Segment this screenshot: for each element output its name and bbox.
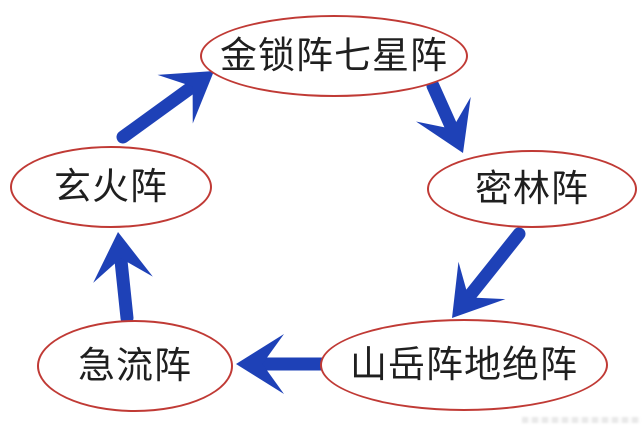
arrow-xuanhuo-to-jinsuo: [116, 71, 214, 144]
node-label-jinsuo: 金锁阵七星阵: [220, 35, 448, 77]
arrow-head: [452, 261, 506, 318]
node-ellipse-shanyue: 山岳阵地绝阵: [320, 319, 608, 411]
arrow-shanyue-to-jiliu: [236, 334, 338, 394]
arrow-shaft: [113, 249, 134, 325]
arrow-jinsuo-to-milin: [416, 79, 471, 153]
node-label-shanyue: 山岳阵地绝阵: [350, 344, 578, 386]
arrow-jiliu-to-xuanhuo: [93, 232, 153, 325]
arrow-head: [157, 71, 214, 124]
arrow-shaft: [116, 78, 202, 144]
node-ellipse-milin: 密林阵: [427, 150, 637, 228]
node-label-xuanhuo: 玄火阵: [54, 166, 168, 208]
node-ellipse-jiliu: 急流阵: [37, 320, 233, 412]
node-ellipse-xuanhuo: 玄火阵: [10, 146, 212, 228]
arrow-milin-to-shanyue: [452, 227, 526, 318]
arrow-shaft: [460, 227, 526, 306]
watermark-smudge: [522, 417, 640, 423]
arrow-head: [93, 232, 153, 283]
arrow-shaft: [426, 79, 460, 138]
node-label-milin: 密林阵: [475, 168, 589, 210]
arrow-head: [416, 96, 471, 153]
arrow-head: [236, 334, 284, 394]
node-label-jiliu: 急流阵: [78, 345, 192, 387]
node-ellipse-jinsuo: 金锁阵七星阵: [200, 15, 468, 97]
